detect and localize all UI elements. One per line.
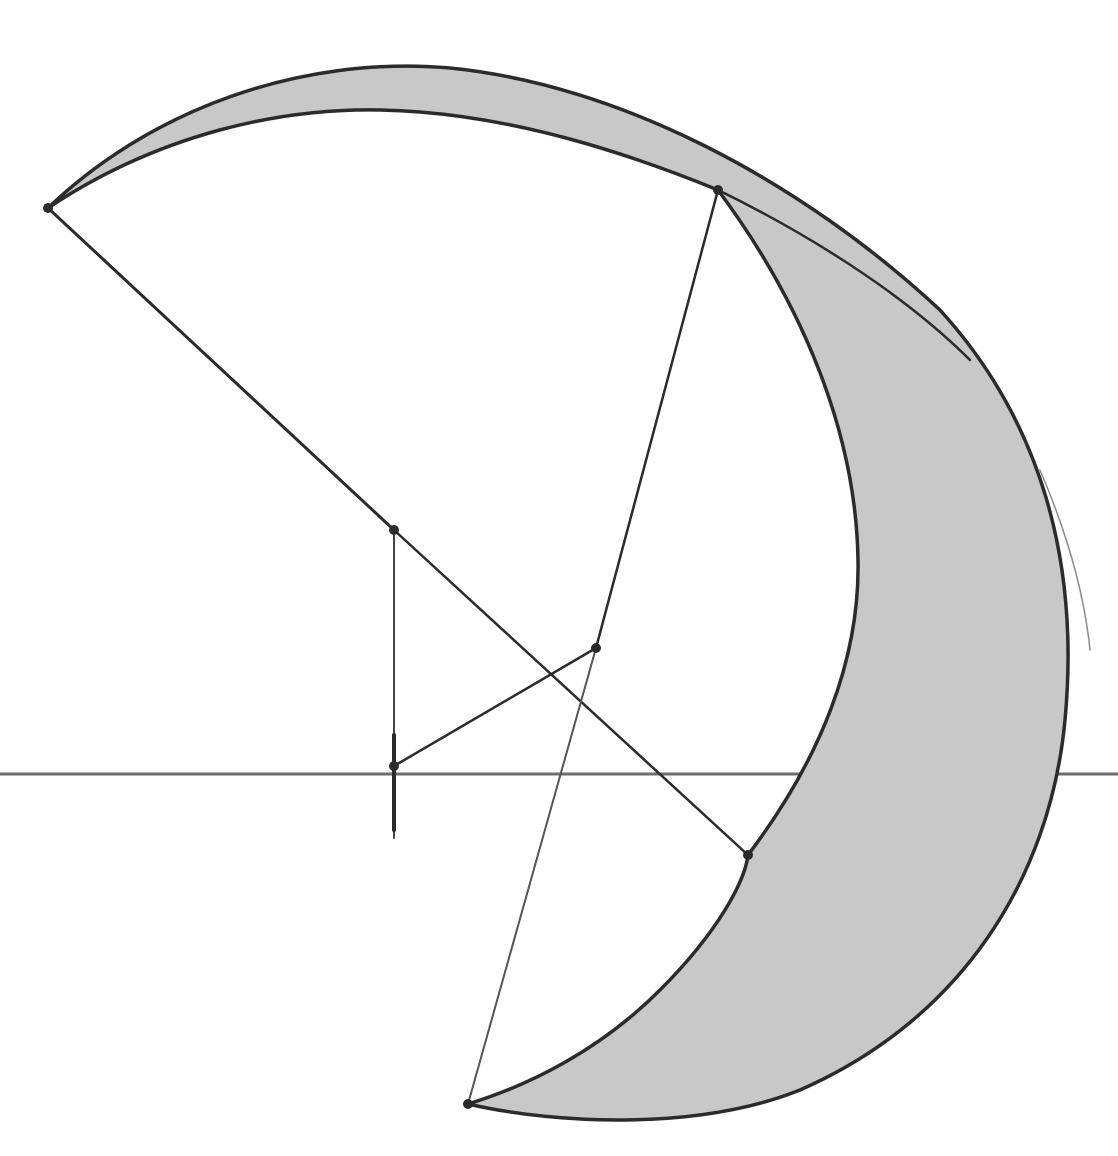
diagonal-support-lower <box>467 647 597 1105</box>
node-top-right <box>713 185 723 195</box>
node-left-tip <box>43 203 53 213</box>
bar-to-center-line <box>392 646 598 768</box>
node-bottom-tip <box>463 1099 473 1109</box>
wing-inner-edge <box>46 108 860 1106</box>
support-line-to-lower-node <box>392 528 750 857</box>
node-bar <box>389 761 399 771</box>
node-center <box>591 643 601 653</box>
node-lower-right <box>743 850 753 860</box>
wing-panel-seam <box>716 188 972 362</box>
wing-canopy-shaded <box>48 66 1069 1121</box>
support-line-left-tip <box>46 206 396 532</box>
node-hub <box>389 525 399 535</box>
diagonal-support-upper <box>594 188 720 650</box>
wing-outer-edge <box>46 64 1070 1122</box>
construction-arc <box>1039 469 1091 651</box>
